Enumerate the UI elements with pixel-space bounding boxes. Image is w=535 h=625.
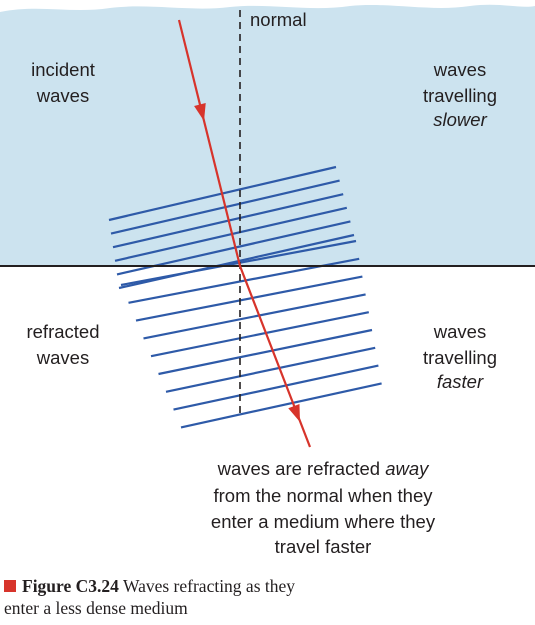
- faster-label-3: faster: [437, 371, 484, 392]
- faster-label-2: travelling: [423, 347, 497, 368]
- caption-text: Waves refracting as they enter a less de…: [4, 576, 296, 618]
- refracted-wavefront: [173, 364, 379, 411]
- slower-label-1: waves: [433, 59, 486, 80]
- slower-label-2: travelling: [423, 85, 497, 106]
- caption-bullet: [4, 580, 16, 592]
- refracted-wavefront: [158, 328, 373, 376]
- slower-label-3: slower: [433, 109, 487, 130]
- normal-label: normal: [250, 9, 307, 30]
- refracted-wavefront: [165, 346, 376, 393]
- note-line-3: enter a medium where they: [211, 511, 436, 532]
- incident-arrowhead: [194, 103, 206, 121]
- note-line-1: waves are refracted away: [217, 458, 431, 479]
- refracted-wavefront: [143, 293, 366, 340]
- incident-wavefront: [114, 206, 348, 262]
- note-line-4: travel faster: [275, 536, 372, 557]
- incident-waves-label-2: waves: [36, 85, 89, 106]
- incident-waves-label-1: incident: [31, 59, 95, 80]
- note-line-2: from the normal when they: [213, 485, 433, 506]
- refracted-waves-label-2: waves: [36, 347, 89, 368]
- slow-medium-region: [0, 4, 535, 266]
- faster-label-1: waves: [433, 321, 486, 342]
- refracted-waves-label-1: refracted: [26, 321, 99, 342]
- figure-caption: Figure C3.24 Waves refracting as they en…: [4, 575, 334, 619]
- caption-label: Figure C3.24: [22, 576, 119, 596]
- wavefronts-group: [108, 165, 382, 429]
- ray-group: [177, 19, 312, 448]
- refracted-wavefront: [180, 382, 382, 429]
- ray-line: [177, 19, 312, 448]
- refracted-arrowhead: [288, 403, 300, 422]
- incident-wavefront: [118, 233, 355, 290]
- refracted-wavefront: [150, 311, 370, 358]
- refracted-wavefront: [135, 275, 363, 322]
